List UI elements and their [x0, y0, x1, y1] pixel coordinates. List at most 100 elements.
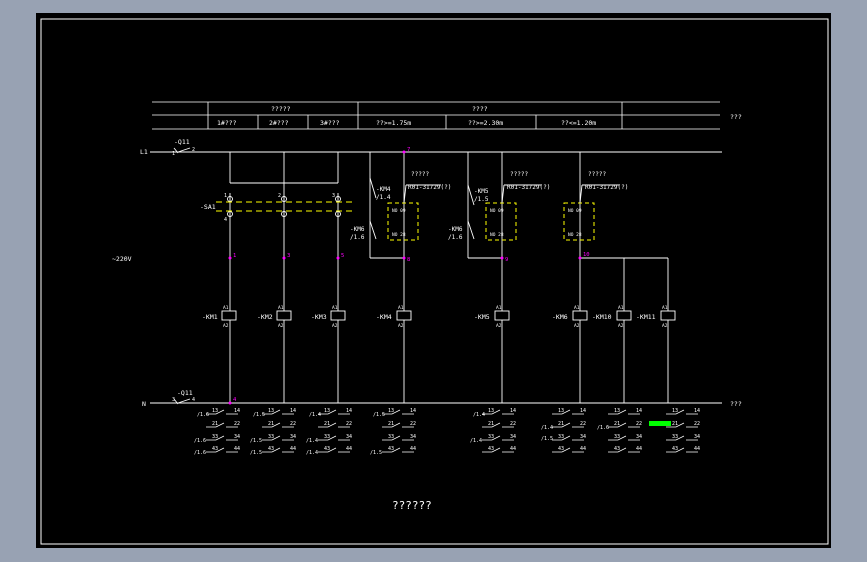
contact-ref-g1-1: /1.6 — [197, 412, 209, 418]
sensor-3-title: ????? — [588, 171, 606, 178]
contact-ref-g5-2: /1.4 — [470, 438, 482, 444]
node-5: 5 — [341, 253, 344, 259]
sa1-pos4: 4 — [224, 217, 227, 223]
coil-km2-a2: A2 — [278, 323, 284, 329]
contact-g3-n21: 21 — [324, 421, 330, 427]
sensor-1-model: R01-31729(?) — [408, 184, 451, 191]
sensor-1-t2: NO 28 — [392, 232, 406, 238]
coil-km5 — [494, 310, 510, 321]
header-col-6: ??<=1.20m — [561, 119, 596, 127]
coil-km3-label: -KM3 — [311, 313, 327, 321]
contact-g7-n34: 34 — [636, 434, 642, 440]
contact-g4-n22: 22 — [410, 421, 416, 427]
l1-label: L1 — [140, 148, 148, 156]
node-3: 3 — [287, 253, 290, 259]
coil-km4-label: -KM4 — [376, 313, 392, 321]
contact-g4-n34: 34 — [410, 434, 416, 440]
highlighted-contact — [649, 421, 671, 426]
node-1: 1 — [233, 253, 236, 259]
relay-km4-ref: /1.4 — [376, 194, 391, 201]
contact-g7-n14: 14 — [636, 408, 642, 414]
contact-g6-n43: 43 — [558, 446, 564, 452]
sensor-box-3 — [563, 202, 595, 241]
contact-g2-n14: 14 — [290, 408, 296, 414]
contact-g2-n43: 43 — [268, 446, 274, 452]
contact-g6-n21: 21 — [558, 421, 564, 427]
sensor-2-title: ????? — [510, 171, 528, 178]
coil-km5-a2: A2 — [496, 323, 502, 329]
coil-km10 — [616, 310, 632, 321]
sa1-label: -SA1 — [200, 203, 216, 211]
drawing-caption: ?????? — [392, 499, 432, 512]
contact-g7-n43: 43 — [614, 446, 620, 452]
relay-km6a-label: -KM6 — [350, 226, 365, 233]
contact-ref-g2-2: /1.5 — [250, 438, 262, 444]
voltage-label: ~220V — [112, 255, 132, 263]
contact-g3-n14: 14 — [346, 408, 352, 414]
inner-frame — [40, 18, 829, 545]
contact-g5-n34: 34 — [510, 434, 516, 440]
relay-km6b-label: -KM6 — [448, 226, 463, 233]
coil-km4-a1: A1 — [398, 305, 404, 311]
header-col-1: 1#??? — [217, 119, 237, 127]
coil-group — [221, 310, 676, 321]
contact-ref-g3-2: /1.4 — [306, 438, 318, 444]
sa1-pos3: 3 — [332, 193, 335, 199]
sensor-2-t1: NO 09 — [490, 208, 504, 214]
contact-ref-g1-2: /1.6 — [194, 438, 206, 444]
relay-km5-label: -KM5 — [474, 188, 489, 195]
contact-g6-n14: 14 — [580, 408, 586, 414]
sa1-pos2: 2 — [278, 193, 281, 199]
header-group2-title: ???? — [472, 105, 488, 113]
contact-g1-n43: 43 — [212, 446, 218, 452]
n-label: N — [142, 400, 146, 408]
contact-g2-n34: 34 — [290, 434, 296, 440]
coil-km3-a2: A2 — [332, 323, 338, 329]
contact-g2-n21: 21 — [268, 421, 274, 427]
contact-ref-g5-1: /1.4 — [473, 412, 485, 418]
coil-km1 — [221, 310, 237, 321]
contact-g6-n22: 22 — [580, 421, 586, 427]
contact-g4-n44: 44 — [410, 446, 416, 452]
coil-km11-label: -KM11 — [636, 313, 656, 321]
contact-g4-n43: 43 — [388, 446, 394, 452]
aux-contacts — [206, 409, 698, 453]
contact-g1-n22: 22 — [234, 421, 240, 427]
contact-g5-n14: 14 — [510, 408, 516, 414]
sensor-1-title: ????? — [411, 171, 429, 178]
contact-g8-n22: 22 — [694, 421, 700, 427]
contact-g3-n34: 34 — [346, 434, 352, 440]
coil-km11-a2: A2 — [662, 323, 668, 329]
header-col-3: 3#??? — [320, 119, 340, 127]
contact-g6-n33: 33 — [558, 434, 564, 440]
contact-g5-n33: 33 — [488, 434, 494, 440]
contact-g1-n44: 44 — [234, 446, 240, 452]
contact-g8-n43: 43 — [672, 446, 678, 452]
sensor-box-1 — [387, 202, 419, 241]
contact-ref-g4-1: /1.5 — [373, 412, 385, 418]
contact-g4-n14: 14 — [410, 408, 416, 414]
contact-g8-n21: 21 — [672, 421, 678, 427]
contact-ref-g1-3: /1.6 — [194, 450, 206, 456]
contact-g8-n34: 34 — [694, 434, 700, 440]
contact-g1-n33: 33 — [212, 434, 218, 440]
contact-g6-n13: 13 — [558, 408, 564, 414]
coil-km3-a1: A1 — [332, 305, 338, 311]
contact-g1-n21: 21 — [212, 421, 218, 427]
header-group1-title: ????? — [271, 105, 291, 113]
contact-g5-n21: 21 — [488, 421, 494, 427]
coil-km1-a2: A2 — [223, 323, 229, 329]
contact-g3-n43: 43 — [324, 446, 330, 452]
contact-g4-n21: 21 — [388, 421, 394, 427]
contact-ref-g2-3: /1.5 — [250, 450, 262, 456]
contact-g5-n43: 43 — [488, 446, 494, 452]
coil-km1-label: -KM1 — [202, 313, 218, 321]
coil-km11 — [660, 310, 676, 321]
contact-ref-g6-3: /1.6 — [597, 425, 609, 431]
qf-top-t1: 1 — [172, 151, 175, 157]
contact-g2-n22: 22 — [290, 421, 296, 427]
contact-ref-g6-1: /1.4 — [541, 425, 553, 431]
contact-g8-n44: 44 — [694, 446, 700, 452]
relay-km6b-ref: /1.6 — [448, 234, 463, 241]
node-8: 8 — [407, 257, 410, 263]
